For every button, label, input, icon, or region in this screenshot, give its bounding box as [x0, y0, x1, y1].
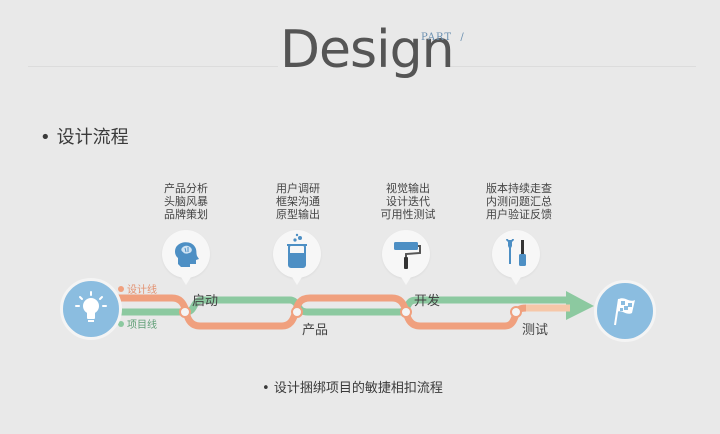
design-line-dot [118, 286, 124, 292]
design-line-label: 设计线 [118, 281, 157, 296]
step-3-line-2: 设计迭代 [386, 195, 430, 208]
step-3-text: 视觉输出 设计迭代 可用性测试 [358, 182, 458, 221]
junction-node-3 [400, 306, 412, 318]
page-title: Design [280, 20, 455, 80]
head-brain-icon [162, 230, 210, 285]
junction-node-4 [510, 306, 522, 318]
project-line-label-text: 项目线 [127, 320, 157, 331]
tools-icon [492, 230, 540, 285]
stage-product: 产品 [302, 323, 329, 338]
step-1-line-2: 头脑风暴 [164, 195, 208, 208]
project-line [92, 296, 568, 316]
part-label: PART / [421, 32, 465, 43]
section-title-text: 设计流程 [56, 127, 129, 148]
footer-bullet: • [262, 381, 270, 396]
checkered-flag-icon [594, 280, 656, 342]
step-1-text: 产品分析 头脑风暴 品牌策划 [136, 182, 236, 221]
beaker-icon [273, 230, 321, 285]
junction-node-1 [179, 306, 191, 318]
section-title: •设计流程 [40, 123, 129, 149]
stage-develop: 开发 [414, 294, 441, 309]
stage-test: 测试 [522, 323, 549, 338]
project-arrow-head [566, 291, 594, 320]
footer-note-text: 设计捆绑项目的敏捷相扣流程 [273, 381, 443, 396]
step-2-line-3: 原型输出 [276, 208, 320, 221]
section-bullet: • [40, 127, 51, 148]
step-2-line-1: 用户调研 [276, 182, 320, 195]
project-line-dot [118, 321, 124, 327]
lightbulb-icon [60, 278, 122, 340]
footer-note: • 设计捆绑项目的敏捷相扣流程 [262, 377, 443, 396]
step-2-text: 用户调研 框架沟通 原型输出 [248, 182, 348, 221]
stage-start: 启动 [192, 294, 219, 309]
design-line-label-text: 设计线 [127, 285, 157, 296]
step-1-line-1: 产品分析 [164, 182, 208, 195]
step-3-line-1: 视觉输出 [386, 182, 430, 195]
step-3-line-3: 可用性测试 [380, 208, 436, 221]
header-rule-left [28, 66, 278, 67]
step-2-line-2: 框架沟通 [276, 195, 320, 208]
paint-roller-icon [382, 230, 430, 285]
step-1-line-3: 品牌策划 [164, 208, 208, 221]
step-4-line-2: 内测问题汇总 [486, 195, 552, 208]
junction-node-2 [291, 306, 303, 318]
step-4-line-1: 版本持续走查 [486, 182, 552, 195]
project-line-label: 项目线 [118, 316, 157, 331]
step-4-text: 版本持续走查 内测问题汇总 用户验证反馈 [469, 182, 569, 221]
step-4-line-3: 用户验证反馈 [486, 208, 552, 221]
header-rule-right [446, 66, 696, 67]
